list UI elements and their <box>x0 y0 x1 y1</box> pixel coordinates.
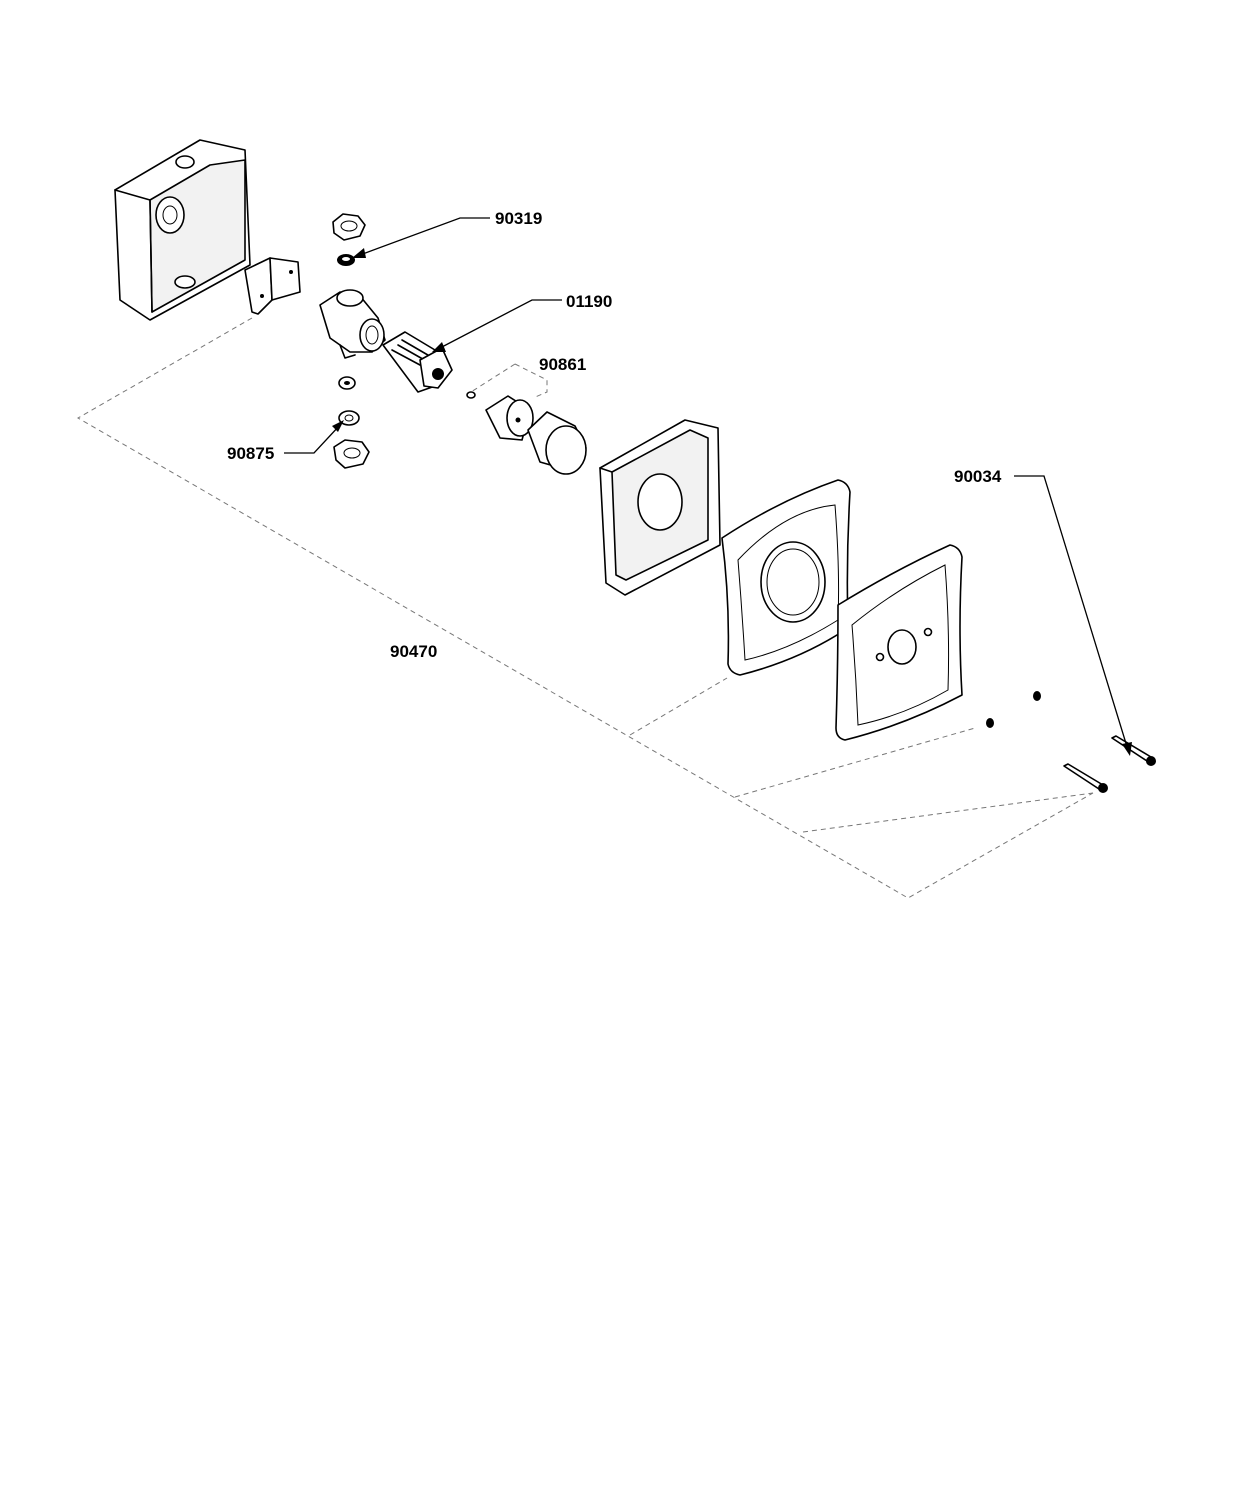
handle-knob <box>527 411 587 475</box>
leader-90034 <box>1014 475 1132 756</box>
callout-90861: 90861 <box>539 355 586 374</box>
leader-90861 <box>470 363 548 399</box>
wall-anchor <box>1033 691 1041 701</box>
rough-in-box <box>114 139 251 321</box>
callout-90875: 90875 <box>227 444 274 463</box>
washer-90875 <box>338 410 360 426</box>
bottom-nut <box>333 439 370 469</box>
mounting-screw <box>1063 763 1108 793</box>
cover-plate <box>835 544 963 741</box>
leader-90875 <box>284 420 344 454</box>
washer-90319 <box>337 254 355 266</box>
handle-sleeve <box>485 395 534 441</box>
small-seal <box>338 376 356 390</box>
trim-backing-plate <box>599 419 721 596</box>
cartridge-01190 <box>382 331 453 393</box>
top-nut <box>332 213 366 241</box>
valve-body <box>319 289 386 359</box>
screw-90034 <box>1111 735 1156 766</box>
wall-anchor <box>986 718 994 728</box>
o-ring <box>466 391 476 399</box>
escutcheon-plate-large <box>721 479 851 676</box>
assembly-90470-outline <box>76 317 1094 899</box>
callout-90319: 90319 <box>495 209 542 228</box>
callout-01190: 01190 <box>566 292 612 311</box>
mounting-bracket <box>244 257 301 315</box>
leader-90319 <box>352 217 490 258</box>
callout-90470: 90470 <box>390 642 437 661</box>
callout-90034: 90034 <box>954 467 1002 486</box>
leader-01190 <box>432 299 562 352</box>
